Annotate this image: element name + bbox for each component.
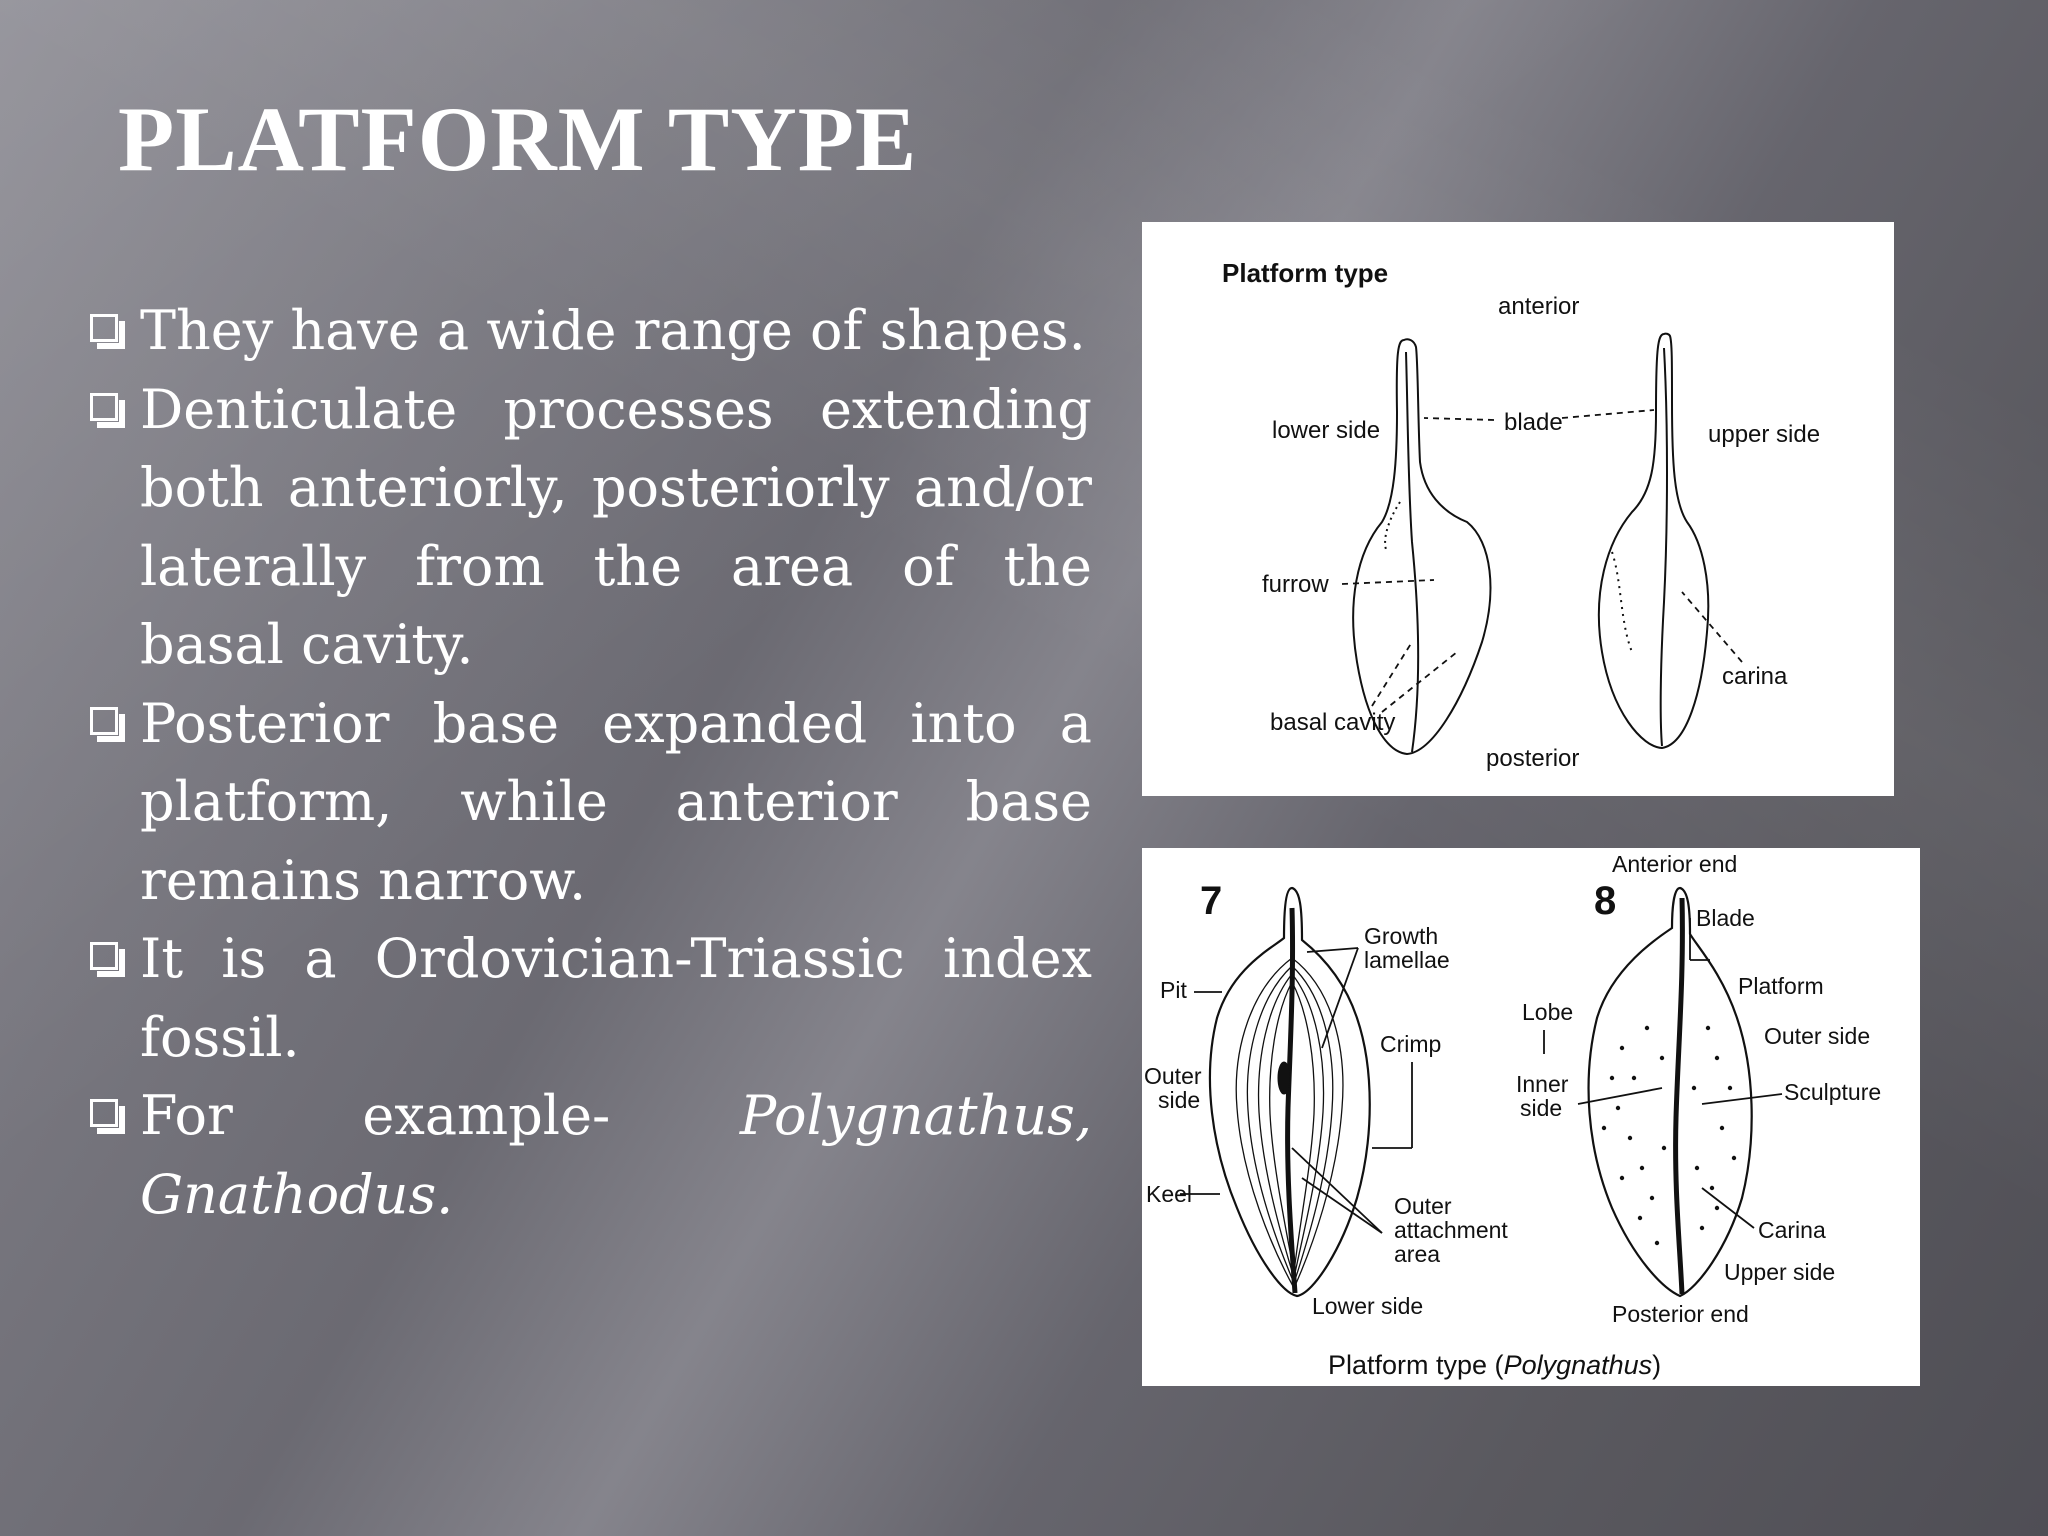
- figure-heading: Platform type: [1222, 258, 1388, 288]
- platform-pustules: [1601, 1025, 1737, 1246]
- bullet-item: Posterior base expanded into a platform,…: [88, 685, 1092, 921]
- label-lobe: Lobe: [1522, 999, 1573, 1025]
- bullet-item: Denticulate processes extending both ant…: [88, 371, 1092, 685]
- bullet-text: Denticulate processes extending both ant…: [140, 377, 1092, 677]
- label-sculpture: Sculpture: [1784, 1079, 1881, 1105]
- bullet-item: It is a Ordovician-Triassic index fossil…: [88, 920, 1092, 1077]
- label-area: area: [1394, 1241, 1440, 1267]
- figure-caption: Platform type (Polygnathus): [1328, 1350, 1661, 1380]
- caption-prefix: Platform type (: [1328, 1350, 1504, 1380]
- label-side: side: [1158, 1087, 1200, 1113]
- bullet-list: They have a wide range of shapes. Dentic…: [88, 292, 1092, 1234]
- checkbox-bullet-icon: [90, 392, 126, 429]
- example-genera: Polygnathus, Gnathodus.: [140, 1084, 1092, 1226]
- bullet-text: For example-: [140, 1084, 740, 1147]
- bullet-text: Posterior base expanded into a platform,…: [140, 691, 1092, 912]
- figure-polygnathus-diagram: 7 8 Anterior end Blade Growth lamellae P…: [1142, 848, 1920, 1386]
- label-attachment: attachment: [1394, 1217, 1508, 1243]
- bullet-item: For example- Polygnathus, Gnathodus.: [88, 1077, 1092, 1234]
- label-lower-side: lower side: [1272, 417, 1380, 444]
- specimen-7-pointers: [1180, 947, 1413, 1234]
- label-lamellae: lamellae: [1364, 947, 1450, 973]
- label-anterior-end: Anterior end: [1612, 851, 1737, 877]
- caption-suffix: ): [1652, 1350, 1661, 1380]
- specimen-8-pointers: [1543, 918, 1783, 1229]
- caption-italic: Polygnathus: [1504, 1350, 1653, 1380]
- lower-side-specimen: [1352, 338, 1492, 756]
- label-furrow: furrow: [1262, 571, 1329, 598]
- label-growth: Growth: [1364, 923, 1438, 949]
- upper-side-specimen: [1597, 332, 1710, 750]
- label-carina: carina: [1722, 663, 1788, 690]
- checkbox-bullet-icon: [90, 314, 126, 350]
- growth-lamellae: [1235, 957, 1344, 1289]
- label-anterior: anterior: [1498, 293, 1579, 320]
- bullet-text: It is a Ordovician-Triassic index fossil…: [140, 927, 1092, 1069]
- label-outer: Outer: [1144, 1063, 1202, 1089]
- label-crimp: Crimp: [1380, 1031, 1441, 1057]
- label-outer-2: Outer: [1394, 1193, 1452, 1219]
- label-blade: blade: [1504, 409, 1563, 436]
- bullet-text: They have a wide range of shapes.: [140, 299, 1086, 362]
- checkbox-bullet-icon: [90, 706, 126, 743]
- checkbox-bullet-icon: [90, 942, 126, 978]
- label-platform: Platform: [1738, 973, 1824, 999]
- label-upper-side: Upper side: [1724, 1259, 1835, 1285]
- label-carina: Carina: [1758, 1217, 1826, 1243]
- label-posterior: posterior: [1486, 745, 1579, 772]
- label-inner: Inner: [1516, 1071, 1569, 1097]
- label-upper-side: upper side: [1708, 421, 1820, 448]
- label-blade: Blade: [1696, 905, 1755, 931]
- bullet-item: They have a wide range of shapes.: [88, 292, 1092, 371]
- specimen-number-8: 8: [1594, 879, 1616, 923]
- label-pit: Pit: [1160, 977, 1187, 1003]
- label-inner-side: side: [1520, 1095, 1562, 1121]
- conodont-diagram-1: Platform type anterior lower side blade …: [1222, 258, 1820, 772]
- specimen-7-lower-view: [1208, 886, 1371, 1298]
- label-basal-cavity: basal cavity: [1270, 709, 1395, 736]
- pointer-lines: [1341, 409, 1743, 713]
- label-outer-side-right: Outer side: [1764, 1023, 1870, 1049]
- label-lower-side: Lower side: [1312, 1293, 1423, 1319]
- conodont-diagram-2: 7 8 Anterior end Blade Growth lamellae P…: [1144, 851, 1881, 1380]
- specimen-8-upper-view: [1587, 886, 1753, 1298]
- label-posterior-end: Posterior end: [1612, 1301, 1749, 1327]
- checkbox-bullet-icon: [90, 1099, 126, 1135]
- figure-platform-type-diagram: Platform type anterior lower side blade …: [1142, 222, 1894, 796]
- slide-title: PLATFORM TYPE: [118, 88, 918, 190]
- specimen-number-7: 7: [1200, 879, 1222, 923]
